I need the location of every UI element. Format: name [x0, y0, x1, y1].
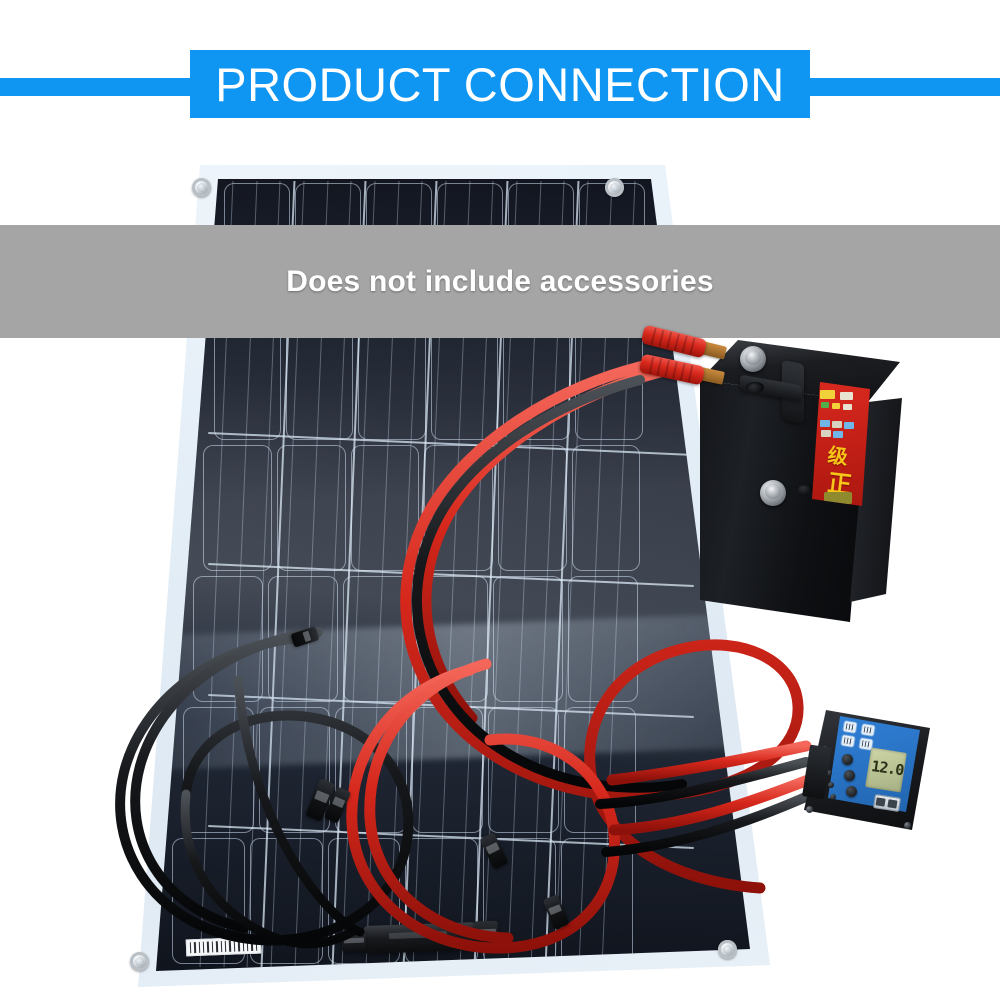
page-title: PRODUCT CONNECTION: [215, 57, 785, 111]
controller-led-4: [828, 782, 834, 788]
grommet-bottom-right: [718, 940, 737, 959]
battery-label: 级 正: [812, 382, 870, 506]
disclaimer-band: [0, 225, 1000, 338]
controller-display-value: 12.0: [870, 757, 905, 780]
controller-button-3[interactable]: [846, 786, 857, 797]
battery-label-chip-1: [820, 390, 835, 399]
alligator-clip-lower: [628, 352, 748, 422]
junction-connector-left: [341, 929, 367, 953]
charge-controller: 12.0: [800, 710, 950, 850]
product-photo: 级 正: [0, 140, 1000, 1000]
battery-label-footer: [824, 492, 852, 504]
disclaimer-text: Does not include accessories: [286, 264, 714, 298]
battery-label-chip-4: [832, 403, 840, 409]
panel-barcode-label: [185, 936, 262, 957]
battery-label-chip-9: [821, 430, 831, 437]
controller-mount-screw-left: [806, 806, 813, 813]
battery-terminal-negative: [760, 480, 786, 506]
disclaimer-text-wrap: Does not include accessories: [0, 225, 1000, 338]
controller-led-5: [830, 794, 836, 800]
controller-led-3: [826, 770, 832, 776]
controller-mount-screw-right: [904, 822, 911, 829]
grommet-bottom-left: [130, 952, 149, 971]
controller-lcd-display: 12.0: [865, 747, 907, 793]
battery-label-chip-10: [833, 431, 843, 438]
clip-body-lower: [638, 353, 706, 386]
battery-label-chip-5: [843, 404, 852, 410]
junction-connector-right: [473, 920, 499, 944]
junction-box-label: [388, 930, 447, 940]
battery-label-chip-3: [821, 402, 829, 408]
grommet-top-right: [605, 178, 624, 197]
battery-label-chip-7: [832, 421, 842, 428]
load-output-icon: [841, 735, 855, 747]
panel-junction-box: [363, 922, 477, 954]
solar-panel-icon: [843, 721, 857, 733]
battery-vent-cap-2: [796, 484, 813, 494]
header-banner: PRODUCT CONNECTION: [0, 0, 1000, 140]
battery-label-chip-8: [844, 422, 854, 429]
controller-button-1[interactable]: [842, 754, 853, 765]
battery-label-chip-2: [840, 392, 853, 400]
grommet-top-left: [192, 178, 211, 197]
controller-button-2[interactable]: [844, 770, 855, 781]
battery-label-chip-6: [820, 420, 830, 427]
battery-status-icon: [861, 724, 875, 736]
header-title-box: PRODUCT CONNECTION: [190, 50, 810, 118]
